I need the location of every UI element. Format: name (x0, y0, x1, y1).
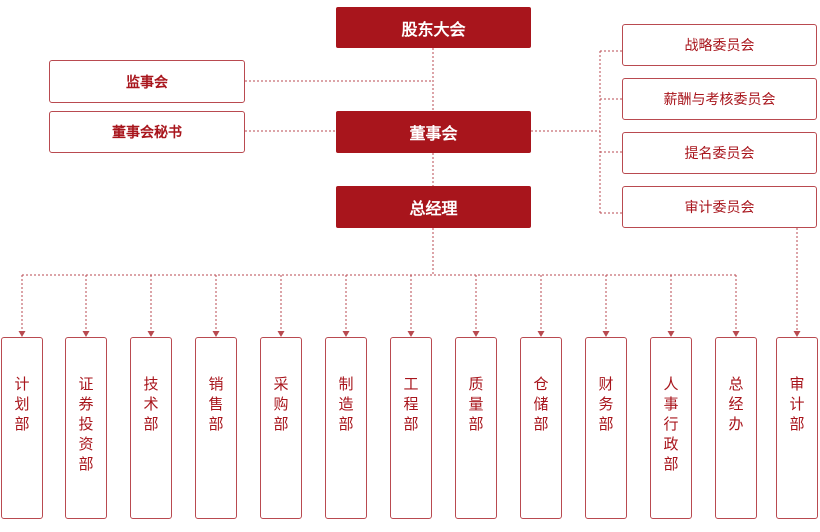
dept-label: 证券投资部 (78, 375, 94, 473)
committee-audit: 审计委员会 (622, 186, 817, 228)
arrow-down-icon (472, 331, 480, 337)
dept-label: 审计部 (789, 375, 805, 433)
dept-label: 总经办 (728, 375, 744, 433)
dept-label: 人事行政部 (663, 375, 679, 473)
dept-label: 质量部 (468, 375, 484, 433)
arrow-down-icon (147, 331, 155, 337)
dept-procurement: 采购部 (260, 337, 302, 519)
dept-label: 仓储部 (533, 375, 549, 433)
dept-manufacturing: 制造部 (325, 337, 367, 519)
dept-engineering: 工程部 (390, 337, 432, 519)
arrow-down-icon (537, 331, 545, 337)
arrow-down-icon (732, 331, 740, 337)
dept-gm-office: 总经办 (715, 337, 757, 519)
committee-nomination: 提名委员会 (622, 132, 817, 174)
dept-technology: 技术部 (130, 337, 172, 519)
dept-label: 工程部 (403, 375, 419, 433)
node-board-secretary: 董事会秘书 (49, 111, 245, 153)
arrow-down-icon (793, 331, 801, 337)
committee-strategy: 战略委员会 (622, 24, 817, 66)
node-shareholders: 股东大会 (336, 7, 531, 48)
dept-label: 财务部 (598, 375, 614, 433)
arrow-down-icon (602, 331, 610, 337)
dept-sales: 销售部 (195, 337, 237, 519)
dept-label: 销售部 (208, 375, 224, 433)
dept-warehouse: 仓储部 (520, 337, 562, 519)
node-supervisory-board: 监事会 (49, 60, 245, 103)
dept-finance: 财务部 (585, 337, 627, 519)
dept-label: 计划部 (14, 375, 30, 433)
dept-label: 采购部 (273, 375, 289, 433)
node-board: 董事会 (336, 111, 531, 153)
arrow-down-icon (667, 331, 675, 337)
dept-planning: 计划部 (1, 337, 43, 519)
committee-compensation: 薪酬与考核委员会 (622, 78, 817, 120)
dept-hr-admin: 人事行政部 (650, 337, 692, 519)
arrow-down-icon (212, 331, 220, 337)
dept-label: 制造部 (338, 375, 354, 433)
arrow-down-icon (277, 331, 285, 337)
arrow-down-icon (342, 331, 350, 337)
arrow-down-icon (82, 331, 90, 337)
arrow-down-icon (407, 331, 415, 337)
dept-securities-investment: 证券投资部 (65, 337, 107, 519)
dept-label: 技术部 (143, 375, 159, 433)
arrow-down-icon (18, 331, 26, 337)
dept-audit: 审计部 (776, 337, 818, 519)
dept-quality: 质量部 (455, 337, 497, 519)
node-general-manager: 总经理 (336, 186, 531, 228)
